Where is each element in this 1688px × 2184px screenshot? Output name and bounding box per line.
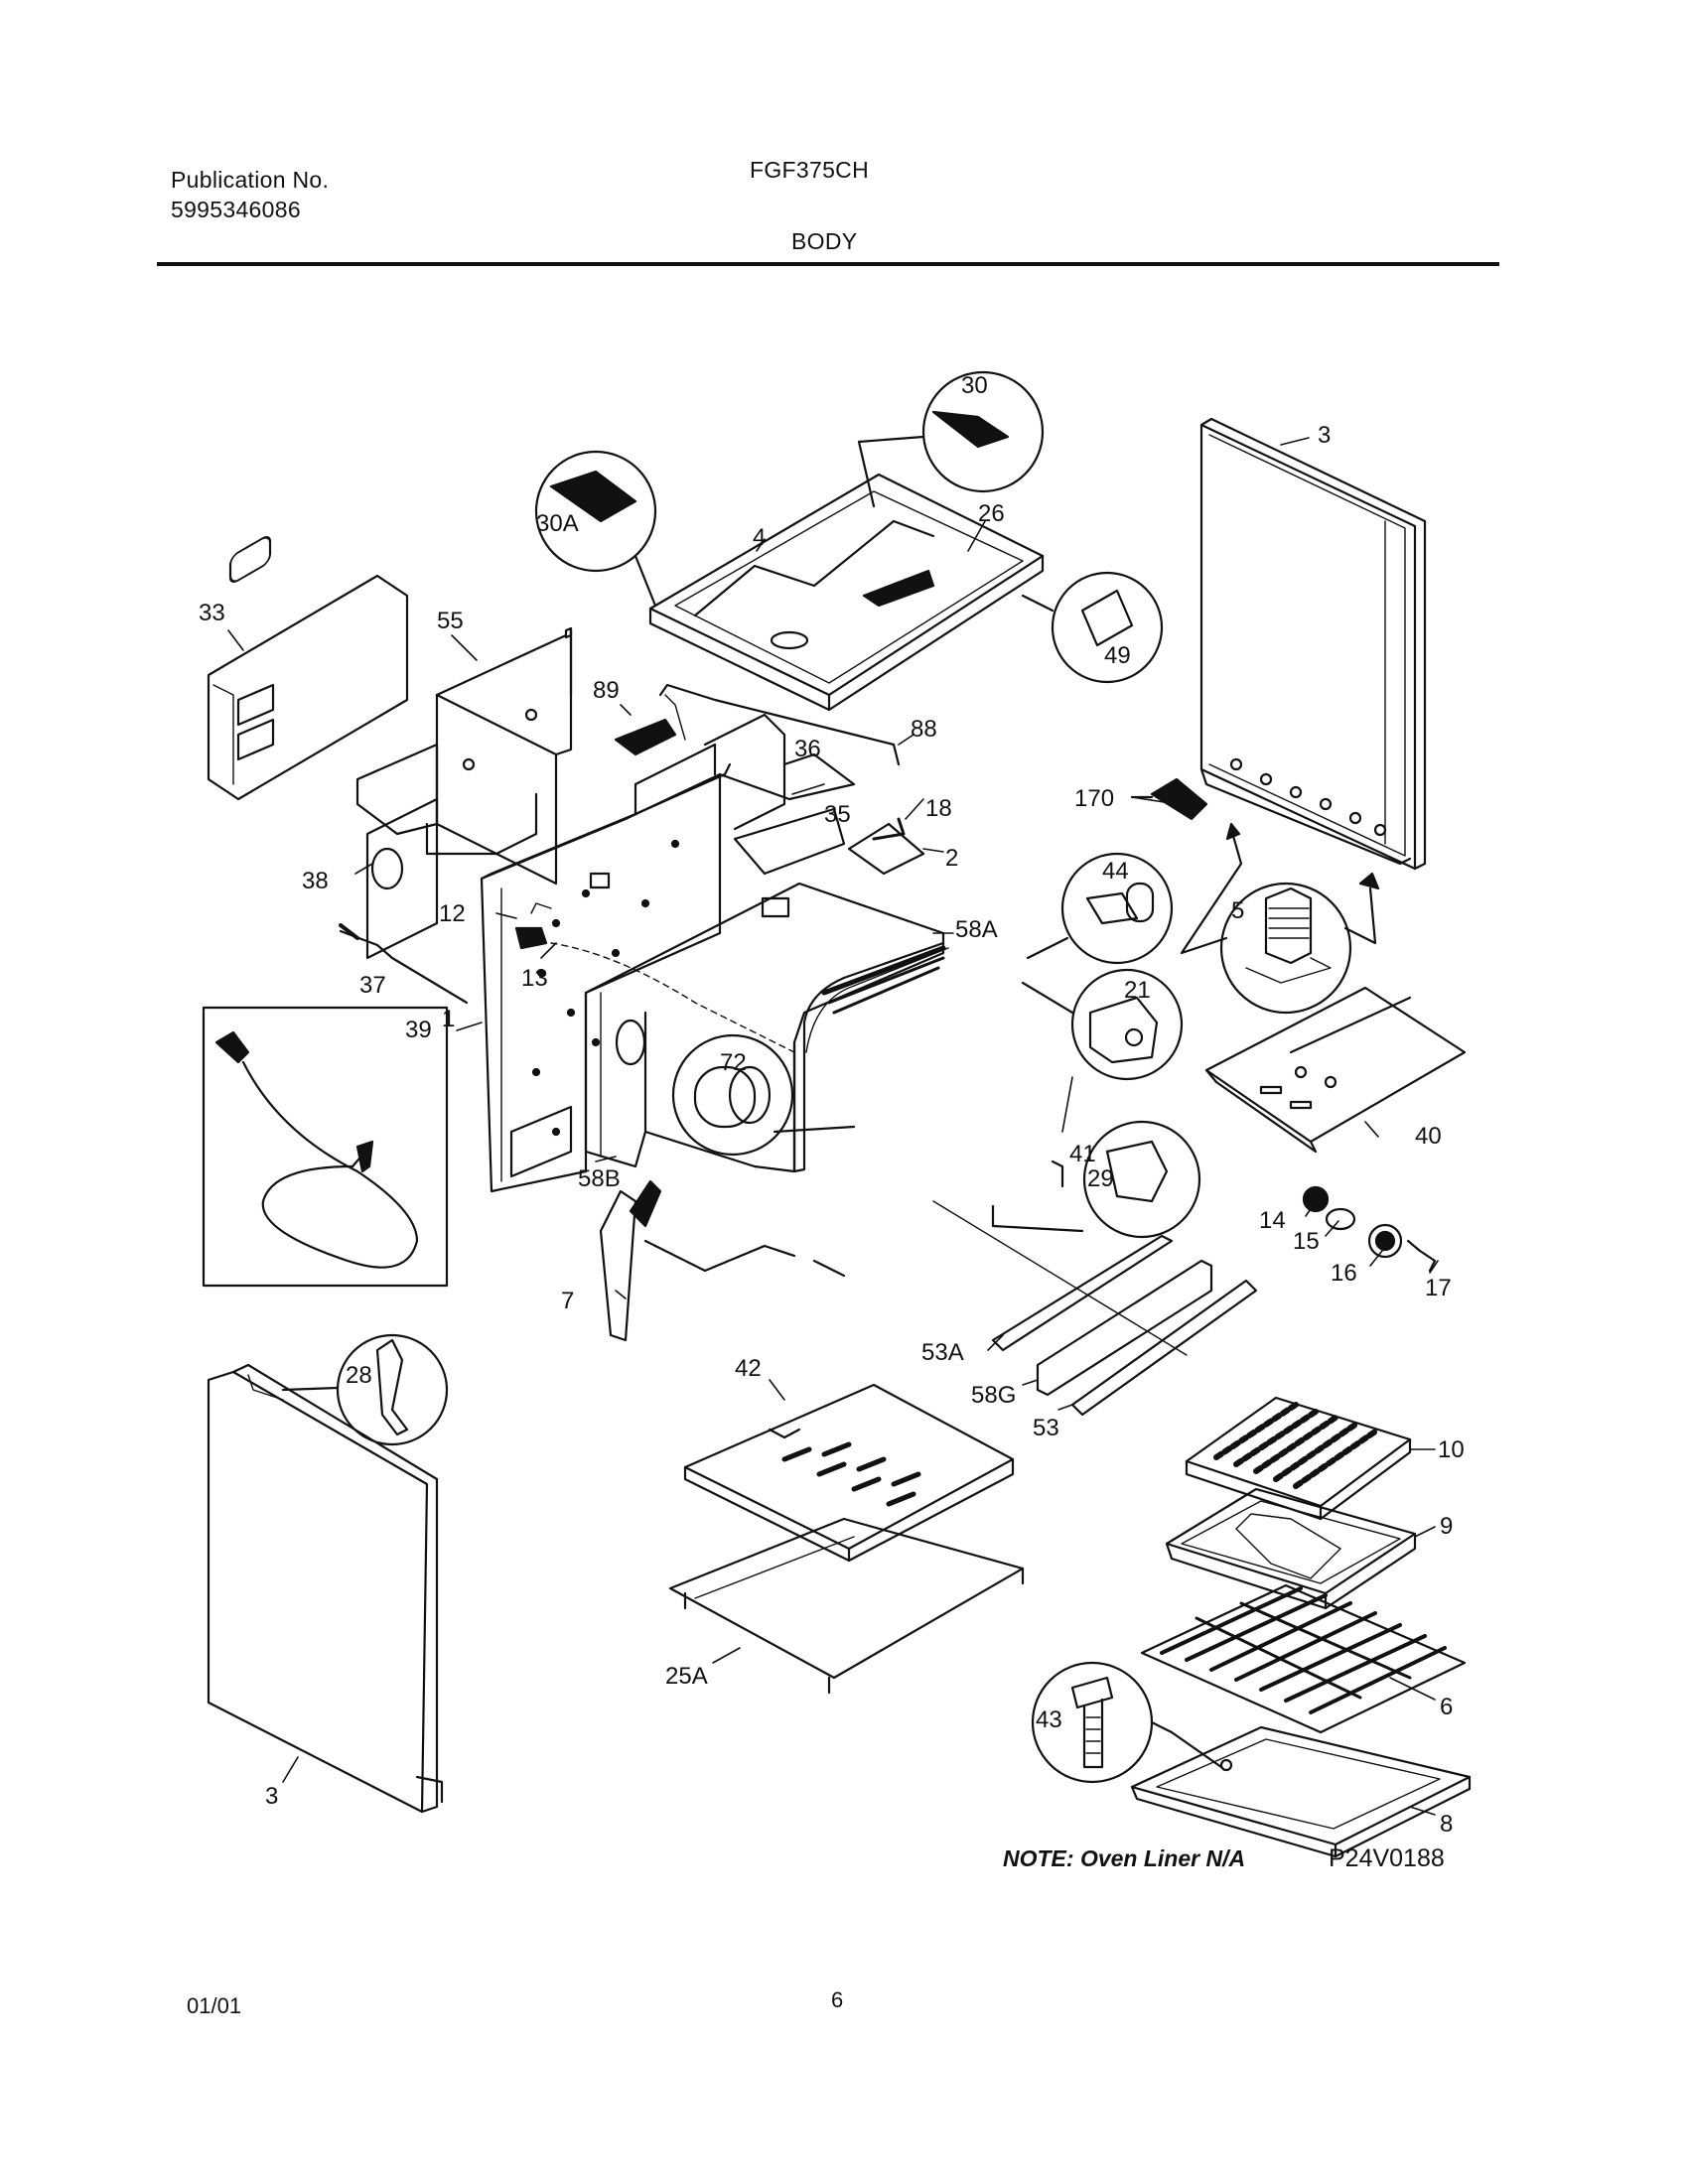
part-label-55: 55: [437, 608, 464, 634]
oven-rack-6: [1140, 1583, 1467, 1734]
right-side-panel: [1199, 417, 1427, 871]
detail-28: [281, 1333, 449, 1446]
part-label-14: 14: [1259, 1207, 1286, 1234]
power-cord-box-39: [202, 1006, 449, 1288]
detail-21: [1021, 968, 1184, 1081]
part-label-8: 8: [1440, 1811, 1453, 1838]
diagram-reference: P24V0188: [1329, 1844, 1445, 1872]
part-label-49: 49: [1104, 642, 1131, 669]
part-labels: 3 30 30A 4 26 49 33 55 89 88 36 18 35 2 …: [199, 372, 1465, 1872]
header-rule: [157, 262, 1499, 266]
detail-30A: [534, 450, 657, 608]
back-panel-55: [355, 626, 573, 960]
part-label-12: 12: [439, 900, 466, 927]
publication-number: 5995346086: [171, 197, 301, 222]
part-label-15: 15: [1293, 1228, 1320, 1255]
part-label-170: 170: [1074, 785, 1114, 812]
part-label-6: 6: [1440, 1694, 1453, 1720]
part-label-7: 7: [561, 1288, 574, 1314]
main-body: [480, 713, 925, 1193]
part-label-30: 30: [961, 372, 988, 399]
part-label-42: 42: [735, 1355, 762, 1382]
lamp-assembly: [1302, 1185, 1437, 1273]
harness-37: [339, 923, 795, 1053]
section-title: BODY: [791, 228, 858, 254]
part-label-10: 10: [1438, 1436, 1465, 1463]
broil-pan-grid-10: [1185, 1396, 1412, 1521]
detail-30: [857, 370, 1045, 508]
part-label-36: 36: [794, 736, 821, 762]
part-label-58A: 58A: [955, 916, 998, 943]
top-panel: [648, 473, 1045, 712]
oven-liner-note: NOTE: Oven Liner N/A: [1003, 1845, 1245, 1871]
part-label-43: 43: [1036, 1706, 1062, 1733]
part-label-39: 39: [405, 1017, 432, 1043]
part-label-44: 44: [1102, 858, 1129, 885]
frame-25A: [668, 1517, 1025, 1695]
part-label-40: 40: [1415, 1123, 1442, 1150]
leader-lines: [227, 437, 1439, 1816]
part-label-25A: 25A: [665, 1663, 708, 1690]
part-label-16: 16: [1331, 1260, 1357, 1287]
vent-trim: [932, 1200, 1258, 1417]
part-label-28: 28: [346, 1362, 372, 1389]
part-label-35: 35: [824, 801, 851, 828]
part-label-5: 5: [1231, 897, 1244, 924]
part-label-18: 18: [925, 795, 952, 822]
broil-pan-9: [1165, 1487, 1417, 1610]
part-label-33: 33: [199, 600, 225, 626]
insulation-58A-58B: [584, 882, 949, 1173]
igniter-89-88: [614, 683, 901, 766]
page-number: 6: [831, 1987, 844, 2012]
part-label-1: 1: [442, 1006, 455, 1032]
part-label-41: 41: [1069, 1141, 1096, 1167]
part-label-29: 29: [1087, 1165, 1114, 1192]
part-label-21: 21: [1124, 977, 1151, 1004]
bracket-33: [207, 536, 409, 801]
part-label-38: 38: [302, 868, 329, 894]
part-label-89: 89: [593, 677, 620, 704]
hinge-7: [599, 1179, 846, 1342]
part-label-30A: 30A: [536, 510, 579, 537]
side-panel-3: [207, 1363, 444, 1814]
part-label-53A: 53A: [921, 1339, 964, 1366]
detail-72: [671, 1033, 856, 1157]
part-label-4: 4: [753, 524, 766, 551]
detail-29: [991, 1120, 1201, 1239]
detail-44: [1026, 852, 1174, 965]
part-label-58B: 58B: [578, 1165, 621, 1192]
part-label-37: 37: [359, 972, 386, 999]
model-number: FGF375CH: [750, 157, 869, 183]
part-label-17: 17: [1425, 1275, 1452, 1301]
part-label-58G: 58G: [971, 1382, 1016, 1409]
part-label-3-side: 3: [265, 1783, 278, 1810]
shield-40: [1204, 986, 1467, 1154]
part-label-3-top: 3: [1318, 422, 1331, 449]
footer-date: 01/01: [187, 1993, 242, 2018]
publication-label: Publication No.: [171, 167, 330, 193]
part-label-13: 13: [521, 965, 548, 992]
part-label-9: 9: [1440, 1513, 1453, 1540]
bottom-panel-42: [683, 1383, 1015, 1563]
oven-bottom-8: [1130, 1725, 1472, 1858]
detail-43: [1031, 1661, 1223, 1784]
part-label-53: 53: [1033, 1415, 1059, 1441]
detail-5: [1180, 822, 1380, 1015]
part-label-88: 88: [911, 716, 937, 743]
part-label-72: 72: [720, 1049, 747, 1076]
part-label-26: 26: [978, 500, 1005, 527]
part-label-2: 2: [945, 845, 958, 872]
detail-49: [1021, 571, 1164, 684]
